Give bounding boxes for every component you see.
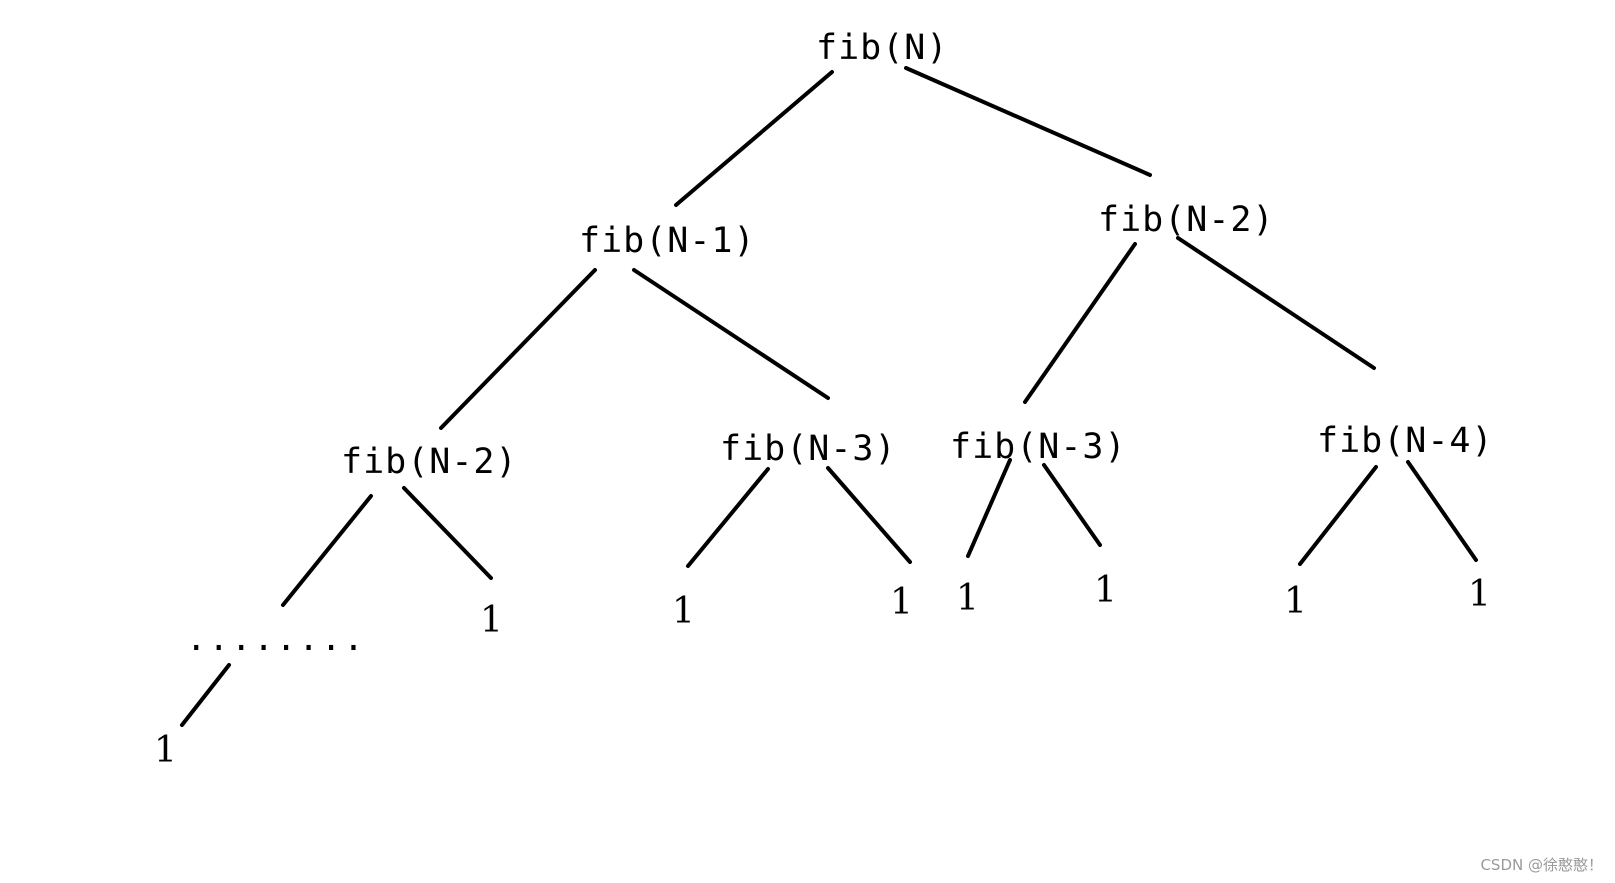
node-level2-rl: fib(N-3) — [950, 427, 1127, 467]
edge-root-right — [904, 66, 1152, 177]
edge-n2-left — [1023, 242, 1137, 404]
leaf-rr-right: 1 — [1468, 574, 1491, 615]
leaf-lr-right: 1 — [890, 582, 913, 623]
leaf-rl-left: 1 — [956, 578, 979, 619]
node-level2-ll: fib(N-2) — [341, 442, 518, 482]
node-level2-lr: fib(N-3) — [720, 429, 897, 469]
tree-nodes: fib(N) fib(N-1) fib(N-2) fib(N-2) fib(N-… — [341, 28, 1494, 482]
edge-rl-left — [966, 458, 1012, 558]
edge-n1-right — [632, 268, 830, 400]
continuation-ellipsis: ........ — [186, 619, 366, 659]
node-level1-right: fib(N-2) — [1098, 200, 1275, 240]
leaf-continuation: 1 — [154, 730, 177, 771]
edge-n1-left — [439, 268, 597, 430]
leaf-ll-right: 1 — [480, 600, 503, 641]
node-root: fib(N) — [816, 28, 948, 68]
leaf-lr-left: 1 — [672, 591, 695, 632]
edge-root-left — [674, 70, 834, 207]
leaf-rl-right: 1 — [1094, 570, 1117, 611]
edge-rl-right — [1042, 463, 1102, 547]
leaf-rr-left: 1 — [1284, 581, 1307, 622]
edge-rr-right — [1406, 460, 1478, 562]
edge-lr-left — [686, 467, 770, 568]
node-level1-left: fib(N-1) — [579, 221, 756, 261]
edge-rr-left — [1298, 465, 1378, 566]
watermark: CSDN @徐憨憨！ — [1480, 856, 1603, 874]
tree-edges — [180, 66, 1478, 727]
edge-n2-right — [1176, 236, 1376, 370]
tree-leaves: 1 1 1 1 1 1 1 1 — [154, 570, 1491, 771]
edge-continuation-leaf — [180, 663, 231, 727]
edge-lr-right — [826, 466, 912, 564]
edge-ll-right — [402, 486, 493, 580]
edge-ll-left — [281, 494, 373, 607]
node-level2-rr: fib(N-4) — [1317, 421, 1494, 461]
